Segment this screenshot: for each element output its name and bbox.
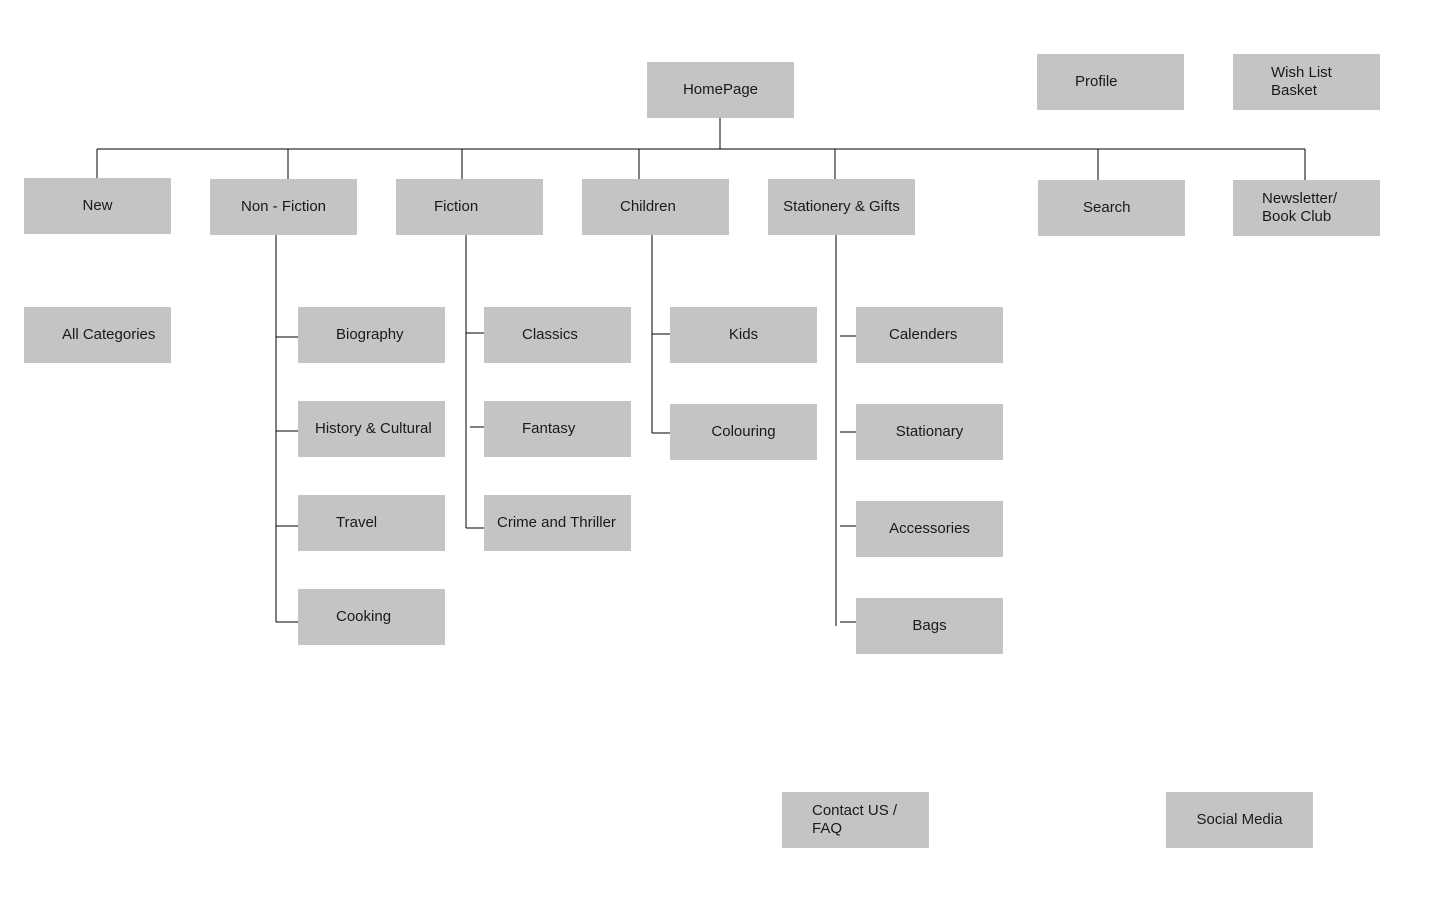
- biography-node[interactable]: Biography: [298, 307, 445, 363]
- history-cultural-node[interactable]: History & Cultural: [298, 401, 445, 457]
- accessories-node[interactable]: Accessories: [856, 501, 1003, 557]
- bags-node[interactable]: Bags: [856, 598, 1003, 654]
- children-node[interactable]: Children: [582, 179, 729, 235]
- classics-node[interactable]: Classics: [484, 307, 631, 363]
- newsletter-book-club-node[interactable]: Newsletter/ Book Club: [1233, 180, 1380, 236]
- stationary-node[interactable]: Stationary: [856, 404, 1003, 460]
- stationery-gifts-node[interactable]: Stationery & Gifts: [768, 179, 915, 235]
- wishlist-basket-node[interactable]: Wish List Basket: [1233, 54, 1380, 110]
- profile-node[interactable]: Profile: [1037, 54, 1184, 110]
- kids-node[interactable]: Kids: [670, 307, 817, 363]
- calenders-node[interactable]: Calenders: [856, 307, 1003, 363]
- crime-thriller-node[interactable]: Crime and Thriller: [484, 495, 631, 551]
- contact-faq-node[interactable]: Contact US / FAQ: [782, 792, 929, 848]
- fiction-node[interactable]: Fiction: [396, 179, 543, 235]
- social-media-node[interactable]: Social Media: [1166, 792, 1313, 848]
- non-fiction-node[interactable]: Non - Fiction: [210, 179, 357, 235]
- new-node[interactable]: New: [24, 178, 171, 234]
- homepage-node[interactable]: HomePage: [647, 62, 794, 118]
- travel-node[interactable]: Travel: [298, 495, 445, 551]
- cooking-node[interactable]: Cooking: [298, 589, 445, 645]
- search-node[interactable]: Search: [1038, 180, 1185, 236]
- fantasy-node[interactable]: Fantasy: [484, 401, 631, 457]
- colouring-node[interactable]: Colouring: [670, 404, 817, 460]
- all-categories-node[interactable]: All Categories: [24, 307, 171, 363]
